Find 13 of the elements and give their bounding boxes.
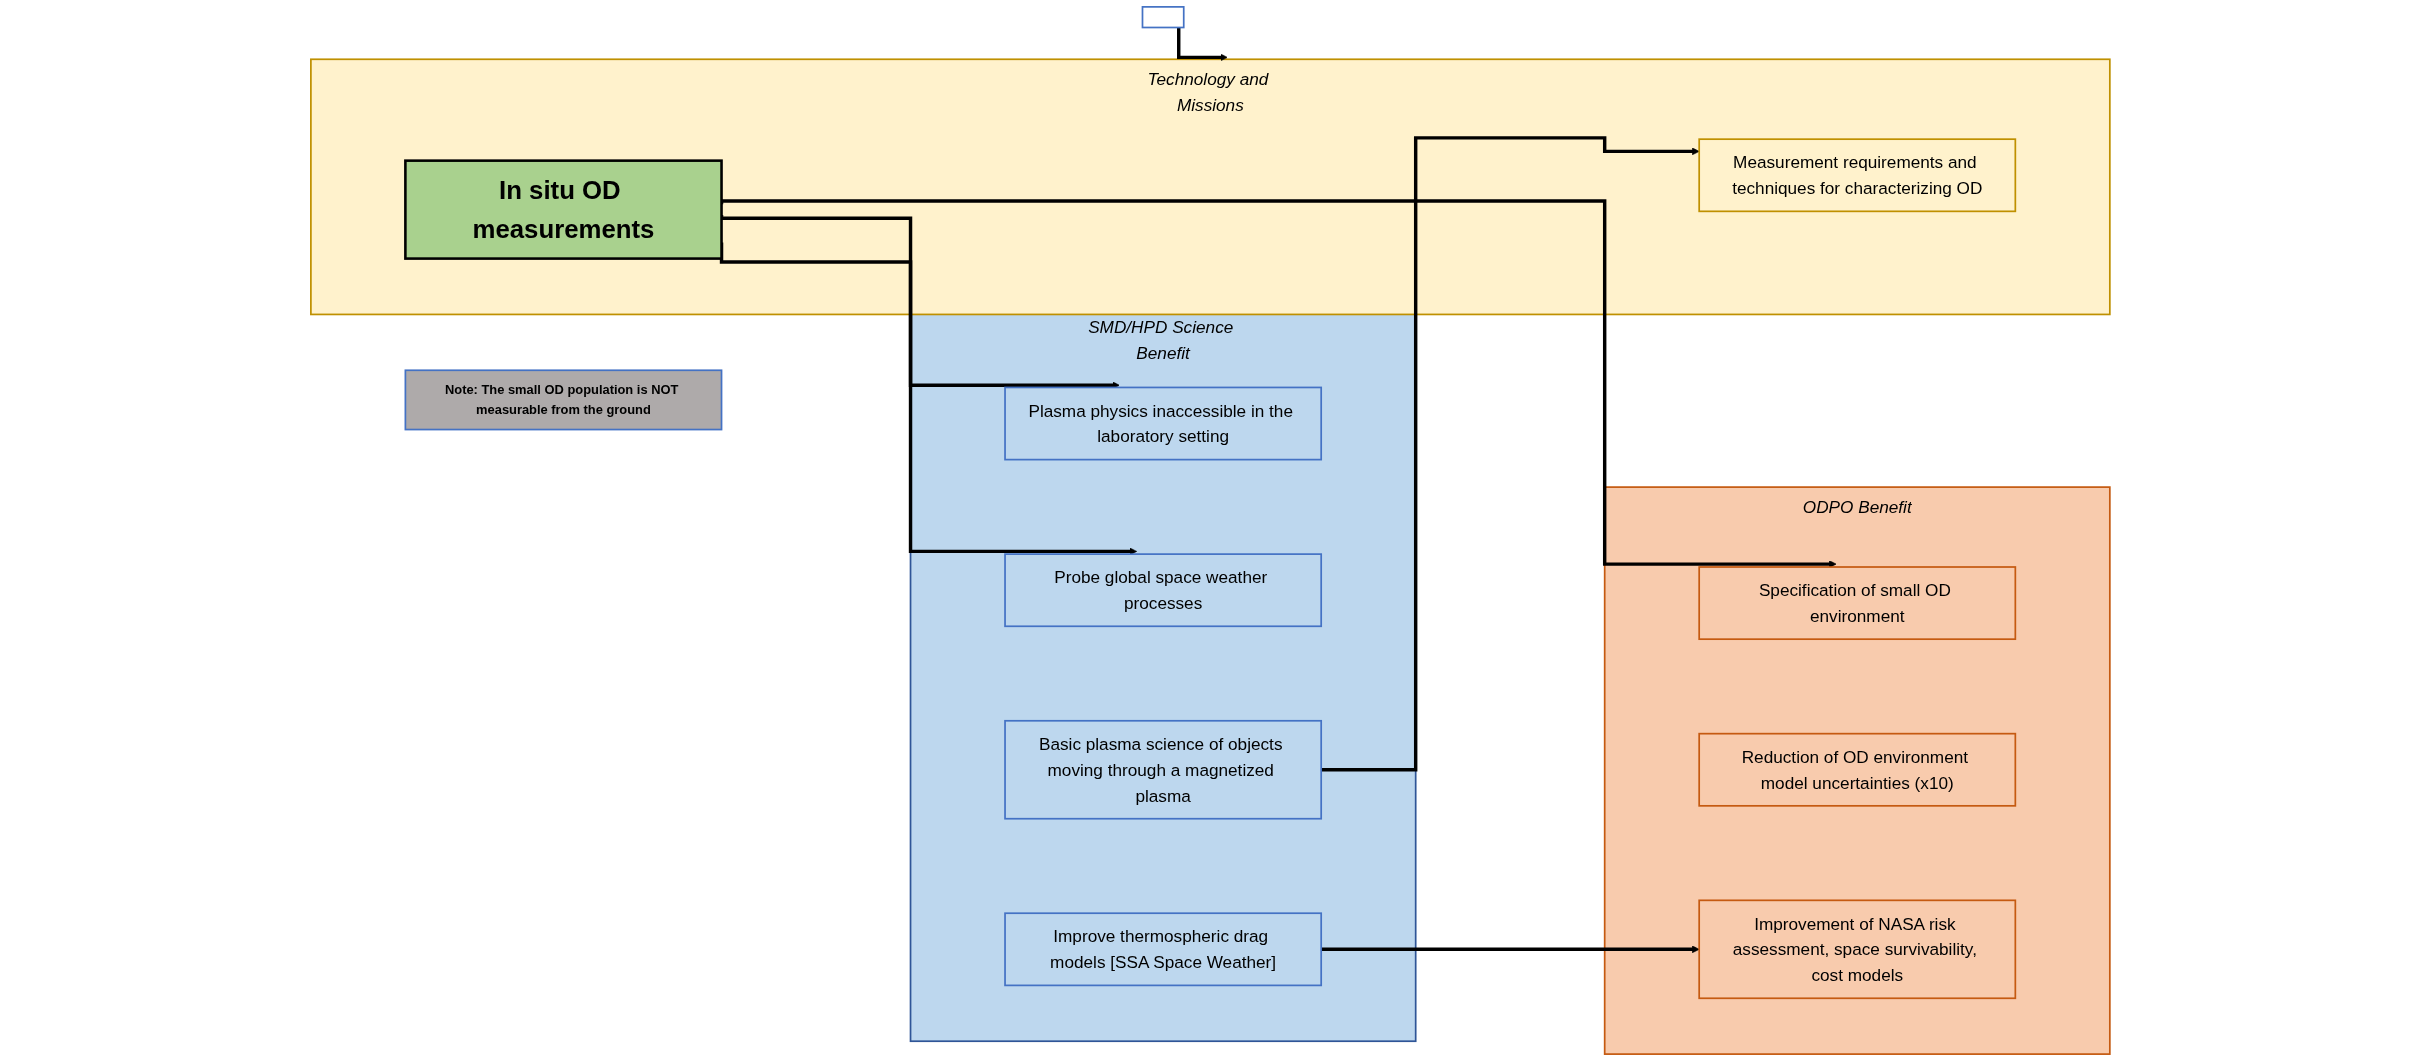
node-box: Measurement requirements and techniques for characterizing OD: [1697, 138, 2016, 213]
node-box: Note: The small OD population is NOT measurable from the ground: [404, 369, 723, 431]
arrow: [1176, 27, 1228, 62]
arrow: [719, 199, 1837, 568]
node-box: Plasma physics inaccessible in the laboratory setting: [1003, 386, 1322, 461]
node-box: Specification of small OD environment: [1697, 566, 2016, 641]
node-box: [1141, 6, 1185, 29]
node-box: Basic plasma science of objects moving through a magnetized plasma: [1003, 719, 1322, 820]
node-box: Improvement of NASA risk assessment, space survivability, cost models: [1697, 899, 2016, 1000]
node-box: Reduction of OD environment model uncertainties (x10): [1697, 732, 2016, 807]
node-box: In situ OD measurements: [403, 159, 723, 260]
node-box: Probe global space weather processes: [1003, 553, 1322, 628]
node-box: Improve thermospheric drag models [SSA Space Weather]: [1003, 912, 1322, 987]
